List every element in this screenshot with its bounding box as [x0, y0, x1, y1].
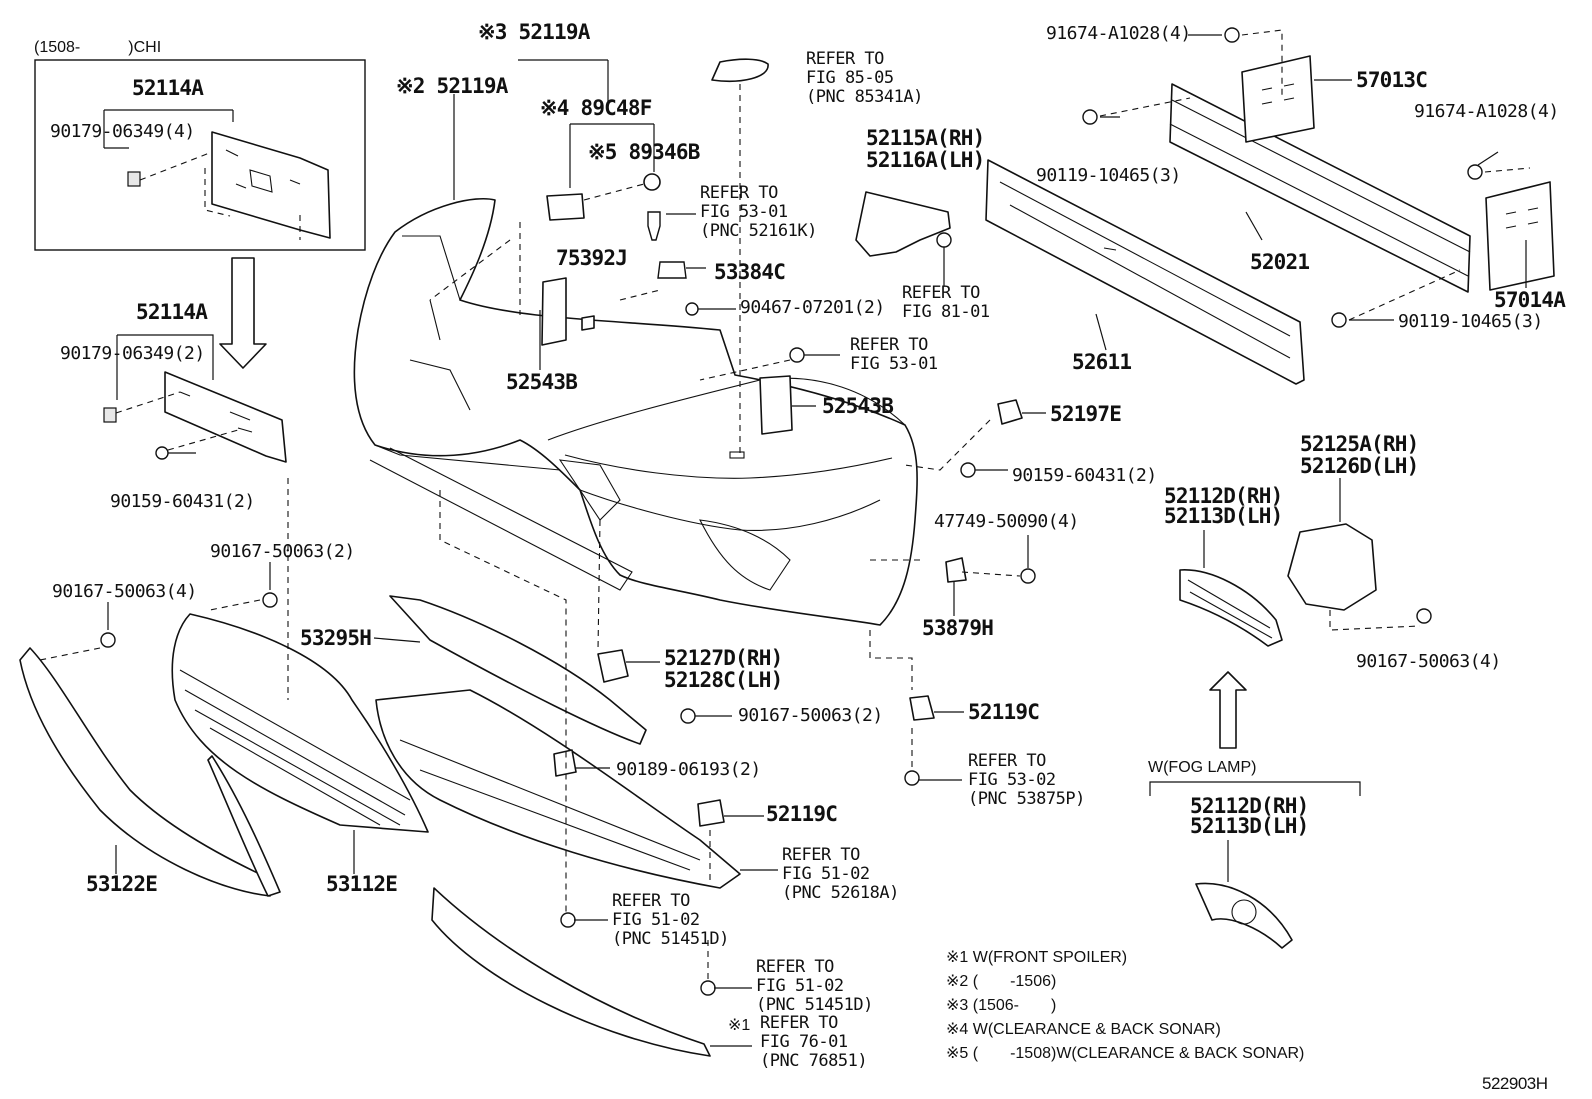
ref-53a-line-3: (PNC 52161K): [700, 221, 817, 241]
callout-52114A: 52114A: [136, 300, 208, 324]
front-bumper-cover: [353, 197, 918, 626]
callout-90189-06193: 90189-06193(2): [616, 759, 761, 780]
ref-76-line-2: FIG 76-01: [760, 1032, 848, 1052]
ref-53b-line-1: REFER TO: [850, 335, 928, 355]
callout-57014A: 57014A: [1494, 288, 1566, 312]
callout-91674-A1028-a: 91674-A1028(4): [1046, 23, 1191, 44]
ref-5102a-line-3: (PNC 52618A): [782, 883, 899, 903]
ref-5102c-line-1: REFER TO: [756, 957, 834, 977]
callout-90119-10465-a: 90119-10465(3): [1036, 165, 1181, 186]
ref-fig-81-01: REFER TO FIG 81-01: [902, 284, 990, 322]
note-5: ※5 ( -1508)W(CLEARANCE & BACK SONAR): [946, 1045, 1305, 1062]
callout-52113D-b: 52113D(LH): [1190, 814, 1309, 838]
callout-52126D: 52126D(LH): [1300, 454, 1419, 478]
ref-53a-line-2: FIG 53-01: [700, 202, 788, 222]
ref-85-line-2: FIG 85-05: [806, 68, 894, 88]
ref-53a-line-1: REFER TO: [700, 183, 778, 203]
ref-5302-line-1: REFER TO: [968, 751, 1046, 771]
ref-fig-51-02-c: REFER TO FIG 51-02 (PNC 51451D): [756, 958, 873, 1015]
note-2: ※2 ( -1506): [946, 973, 1057, 990]
callout-90119-10465-b: 90119-10465(3): [1398, 311, 1543, 332]
callout-89C48F: ※4 89C48F: [540, 96, 652, 120]
callout-75392J: 75392J: [556, 246, 628, 270]
ref-5102b-line-3: (PNC 51451D): [612, 929, 729, 949]
callout-53122E: 53122E: [86, 872, 158, 896]
callout-90167-50063-a: 90167-50063(2): [210, 541, 355, 562]
fog-lamp-label: W(FOG LAMP): [1148, 759, 1257, 776]
callout-90167-50063-b: 90167-50063(4): [52, 581, 197, 602]
ref-5102c-line-3: (PNC 51451D): [756, 995, 873, 1015]
callout-52119A-2: ※2 52119A: [396, 74, 508, 98]
callout-52112D-a: 52112D(RH): [1164, 484, 1283, 508]
callout-53384C: 53384C: [714, 260, 786, 284]
callout-90167-50063-right: 90167-50063(4): [1356, 651, 1501, 672]
ref-5102b-line-1: REFER TO: [612, 891, 690, 911]
ref-76-line-3: (PNC 76851): [760, 1051, 868, 1071]
callout-90179-06349: 90179-06349(2): [60, 343, 205, 364]
callout-52125A: 52125A(RH): [1300, 432, 1419, 456]
callout-52119C-a: 52119C: [968, 700, 1040, 724]
ref-5302-line-3: (PNC 53875P): [968, 789, 1085, 809]
note-4: ※4 W(CLEARANCE & BACK SONAR): [946, 1021, 1221, 1038]
callout-52113D-a: 52113D(LH): [1164, 504, 1283, 528]
inset-fastener-label: 90179-06349(4): [50, 121, 195, 142]
callout-53295H: 53295H: [300, 626, 372, 650]
callout-90159-60431-right: 90159-60431(2): [1012, 465, 1157, 486]
diagram-id: 522903H: [1482, 1074, 1548, 1093]
note-3: ※3 (1506- ): [946, 997, 1057, 1014]
callout-52112D-b: 52112D(RH): [1190, 794, 1309, 818]
inset-license-bracket: [34, 59, 366, 251]
ref-fig-51-02-b: REFER TO FIG 51-02 (PNC 51451D): [612, 892, 729, 949]
callout-52127D: 52127D(RH): [664, 646, 783, 670]
bumper-reinforcement: [1169, 55, 1555, 293]
callout-47749-50090: 47749-50090(4): [934, 511, 1079, 532]
callout-91674-A1028-b: 91674-A1028(4): [1414, 101, 1559, 122]
ref-81-line-1: REFER TO: [902, 283, 980, 303]
ref-5302-line-2: FIG 53-02: [968, 770, 1056, 790]
ref-5102c-line-2: FIG 51-02: [756, 976, 844, 996]
engine-under-cover: [375, 689, 741, 889]
callout-53879H: 53879H: [922, 616, 994, 640]
callout-90467-07201: 90467-07201(2): [740, 297, 885, 318]
ref-fig-76-01: REFER TO FIG 76-01 (PNC 76851): [760, 1013, 868, 1071]
callout-57013C: 57013C: [1356, 68, 1428, 92]
callout-52119C-b: 52119C: [766, 802, 838, 826]
callout-52543B-b: 52543B: [822, 394, 894, 418]
ref-fig-53-01-a: REFER TO FIG 53-01 (PNC 52161K): [700, 184, 817, 241]
ref-85-line-1: REFER TO: [806, 49, 884, 69]
callout-52116A: 52116A(LH): [866, 148, 985, 172]
ref-fig-53-02: REFER TO FIG 53-02 (PNC 53875P): [968, 752, 1085, 809]
note-1: ※1 W(FRONT SPOILER): [946, 949, 1128, 966]
callout-90159-60431-left: 90159-60431(2): [110, 491, 255, 512]
ref-fig-51-02-a: REFER TO FIG 51-02 (PNC 52618A): [782, 846, 899, 903]
callout-52543B-a: 52543B: [506, 370, 578, 394]
callout-52119A-3: ※3 52119A: [478, 20, 590, 44]
callout-star1: ※1: [728, 1017, 751, 1034]
callout-90167-50063-c: 90167-50063(2): [738, 705, 883, 726]
inset-part-label: 52114A: [132, 76, 204, 100]
ref-5102a-line-2: FIG 51-02: [782, 864, 870, 884]
callout-53112E: 53112E: [326, 872, 398, 896]
license-bracket-lower: [103, 334, 287, 463]
ref-fig-53-01-b: REFER TO FIG 53-01: [850, 336, 938, 374]
ref-76-line-1: REFER TO: [760, 1013, 838, 1033]
callout-89346B: ※5 89346B: [588, 140, 700, 164]
callout-52115A: 52115A(RH): [866, 126, 985, 150]
ref-53b-line-2: FIG 53-01: [850, 354, 938, 374]
energy-absorber: [985, 159, 1305, 385]
ref-fig-85-05: REFER TO FIG 85-05 (PNC 85341A): [806, 50, 923, 107]
callout-52197E: 52197E: [1050, 402, 1122, 426]
lower-grille: [171, 613, 429, 833]
ref-85-line-3: (PNC 85341A): [806, 87, 923, 107]
callout-52611: 52611: [1072, 350, 1132, 374]
ref-5102b-line-2: FIG 51-02: [612, 910, 700, 930]
inset-range-label: (1508- )CHI: [34, 39, 162, 56]
callout-52128C: 52128C(LH): [664, 668, 783, 692]
ref-81-line-2: FIG 81-01: [902, 302, 990, 322]
callout-52021: 52021: [1250, 250, 1310, 274]
down-arrow-icon: [219, 257, 267, 369]
ref-5102a-line-1: REFER TO: [782, 845, 860, 865]
